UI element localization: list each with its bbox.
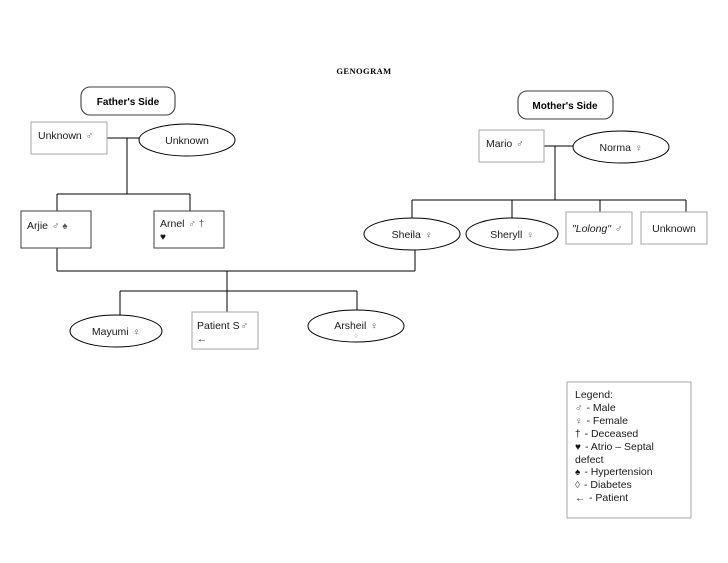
node-arsheil-label: Arsheil♀ bbox=[334, 320, 378, 332]
legend-item: ♠- Hypertension bbox=[575, 466, 653, 478]
node-arnel[interactable]: Arnel♂ † ♥ bbox=[153, 210, 225, 249]
node-father-grandmother[interactable]: Unknown bbox=[138, 123, 236, 157]
node-sheila-shape[interactable] bbox=[363, 217, 461, 251]
banner-mothers-side: Mother's Side bbox=[517, 90, 614, 120]
node-patient-s-box[interactable] bbox=[191, 311, 259, 350]
node-sheryll-shape[interactable] bbox=[465, 217, 559, 251]
node-arnel-label: Arnel♂ † bbox=[160, 218, 204, 230]
node-lolong[interactable]: "Lolong"♂ bbox=[565, 211, 633, 245]
legend: Legend: ♂- Male ♀- Female †- Deceased ♥-… bbox=[566, 381, 692, 519]
node-father-grandfather-label: Unknown♂ bbox=[38, 130, 93, 142]
node-patient-s[interactable]: Patient S♂ ← bbox=[191, 311, 259, 350]
node-arjie-box[interactable] bbox=[20, 210, 92, 249]
connectors-generation-three bbox=[56, 245, 416, 316]
node-mayumi[interactable]: Mayumi♀ bbox=[69, 314, 163, 348]
legend-heading: Legend: bbox=[575, 389, 613, 401]
legend-item-7: ←- Patient bbox=[575, 492, 628, 504]
page-title: GENOGRAM bbox=[336, 66, 391, 76]
node-father-grandmother-shape[interactable] bbox=[138, 123, 236, 157]
node-lolong-box[interactable] bbox=[565, 211, 633, 245]
legend-item: ♂- Male bbox=[575, 402, 616, 414]
legend-item-5: ♠- Hypertension bbox=[575, 466, 653, 478]
legend-item-1: ♀- Female bbox=[575, 415, 628, 427]
legend-item: †- Deceased bbox=[575, 428, 638, 440]
banner-fathers-side-label: Father's Side bbox=[97, 97, 160, 108]
node-mother-unknown-box[interactable] bbox=[640, 211, 708, 245]
node-sheila-label: Sheila♀ bbox=[392, 229, 433, 241]
banner-fathers-side-box bbox=[80, 86, 176, 116]
legend-item: defect bbox=[575, 454, 604, 466]
legend-item-2: †- Deceased bbox=[575, 428, 638, 440]
node-father-grandfather-box[interactable] bbox=[30, 121, 108, 155]
connectors-mothers-side bbox=[411, 145, 687, 218]
node-mother-unknown-label: Unknown bbox=[652, 223, 696, 235]
node-mayumi-label: Mayumi♀ bbox=[92, 326, 140, 338]
legend-item: ←- Patient bbox=[575, 492, 628, 504]
node-arjie-label: Arjie♂ ♠ bbox=[27, 220, 68, 232]
node-father-grandmother-label: Unknown bbox=[165, 135, 209, 147]
node-mother-grandfather-label: Mario♂ bbox=[486, 138, 524, 150]
banner-fathers-side: Father's Side bbox=[80, 86, 176, 116]
node-mother-unknown[interactable]: Unknown bbox=[640, 211, 708, 245]
legend-item-4: defect bbox=[575, 454, 604, 466]
banner-mothers-side-box bbox=[517, 90, 614, 120]
node-mother-grandmother[interactable]: Norma♀ bbox=[572, 130, 670, 164]
node-mother-grandfather-box[interactable] bbox=[478, 129, 545, 163]
legend-item-6: ◊- Diabetes bbox=[575, 479, 632, 491]
node-mayumi-shape[interactable] bbox=[69, 314, 163, 348]
legend-item-3: ♥- Atrio – Septal bbox=[575, 441, 654, 453]
node-father-grandfather[interactable]: Unknown♂ bbox=[30, 121, 108, 155]
node-arjie[interactable]: Arjie♂ ♠ bbox=[20, 210, 92, 249]
node-mother-grandfather[interactable]: Mario♂ bbox=[478, 129, 545, 163]
legend-item: ◊- Diabetes bbox=[575, 479, 632, 491]
node-arnel-condition: ♥ bbox=[160, 232, 166, 243]
legend-box bbox=[566, 381, 692, 519]
node-arsheil[interactable]: Arsheil♀ ◊ bbox=[307, 309, 405, 343]
node-arsheil-shape[interactable] bbox=[307, 309, 405, 343]
node-sheila[interactable]: Sheila♀ bbox=[363, 217, 461, 251]
node-arnel-box[interactable] bbox=[153, 210, 225, 249]
node-lolong-label: "Lolong"♂ bbox=[572, 223, 623, 235]
node-patient-s-label: Patient S♂ bbox=[197, 320, 248, 332]
node-mother-grandmother-shape[interactable] bbox=[572, 130, 670, 164]
node-sheryll[interactable]: Sheryll♀ bbox=[465, 217, 559, 251]
node-mother-grandmother-label: Norma♀ bbox=[599, 142, 642, 154]
banner-mothers-side-label: Mother's Side bbox=[532, 101, 598, 112]
node-sheryll-label: Sheryll♀ bbox=[490, 229, 534, 241]
legend-item-0: ♂- Male bbox=[575, 402, 616, 414]
legend-item: ♀- Female bbox=[575, 415, 628, 427]
legend-item: ♥- Atrio – Septal bbox=[575, 441, 654, 453]
node-patient-s-marker: ← bbox=[197, 334, 207, 345]
node-arsheil-condition: ◊ bbox=[354, 333, 358, 340]
